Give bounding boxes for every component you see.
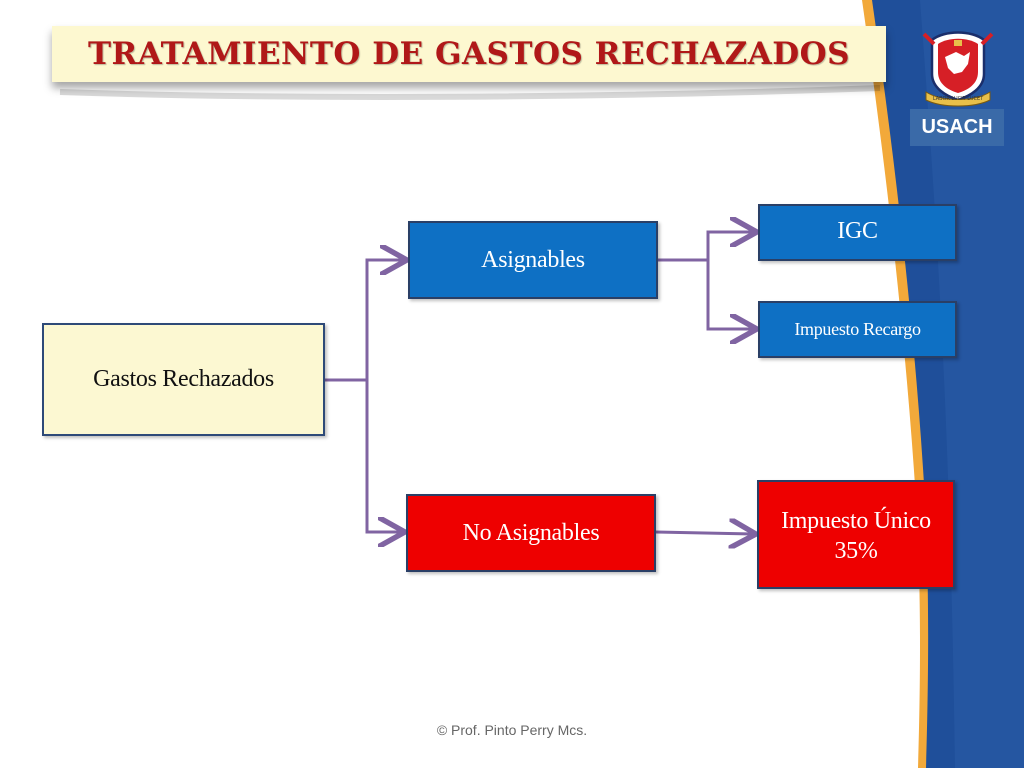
footer-credit: © Prof. Pinto Perry Mcs.	[436, 722, 588, 738]
university-crest-icon: LABOR LUCIT LUCET	[922, 31, 994, 107]
connector-root-to-asignables	[365, 260, 404, 380]
usach-badge: USACH	[910, 109, 1004, 146]
crest-motto: LABOR LUCIT LUCET	[933, 96, 984, 102]
node-impuesto-unico: Impuesto Único 35%	[757, 480, 955, 589]
node-igc: IGC	[758, 204, 957, 261]
node-asignables: Asignables	[408, 221, 658, 299]
blue-band-highlight	[920, 0, 1024, 768]
node-impuesto-unico-line1: Impuesto Único	[781, 508, 931, 534]
node-gastos-rechazados: Gastos Rechazados	[42, 323, 325, 436]
connector-root-to-no-asignables	[365, 380, 402, 532]
connector-no-asignables-to-unico	[655, 532, 753, 534]
slide-title: TRATAMIENTO DE GASTOS RECHAZADOS	[87, 36, 851, 72]
title-banner: TRATAMIENTO DE GASTOS RECHAZADOS	[52, 26, 886, 82]
connector-asignables-to-recargo	[706, 260, 754, 329]
node-impuesto-recargo: Impuesto Recargo	[758, 301, 957, 358]
title-shadow-curve	[59, 85, 881, 100]
node-no-asignables: No Asignables	[406, 494, 656, 572]
node-impuesto-unico-line2: 35%	[834, 538, 878, 564]
connector-asignables-to-igc	[706, 232, 754, 260]
